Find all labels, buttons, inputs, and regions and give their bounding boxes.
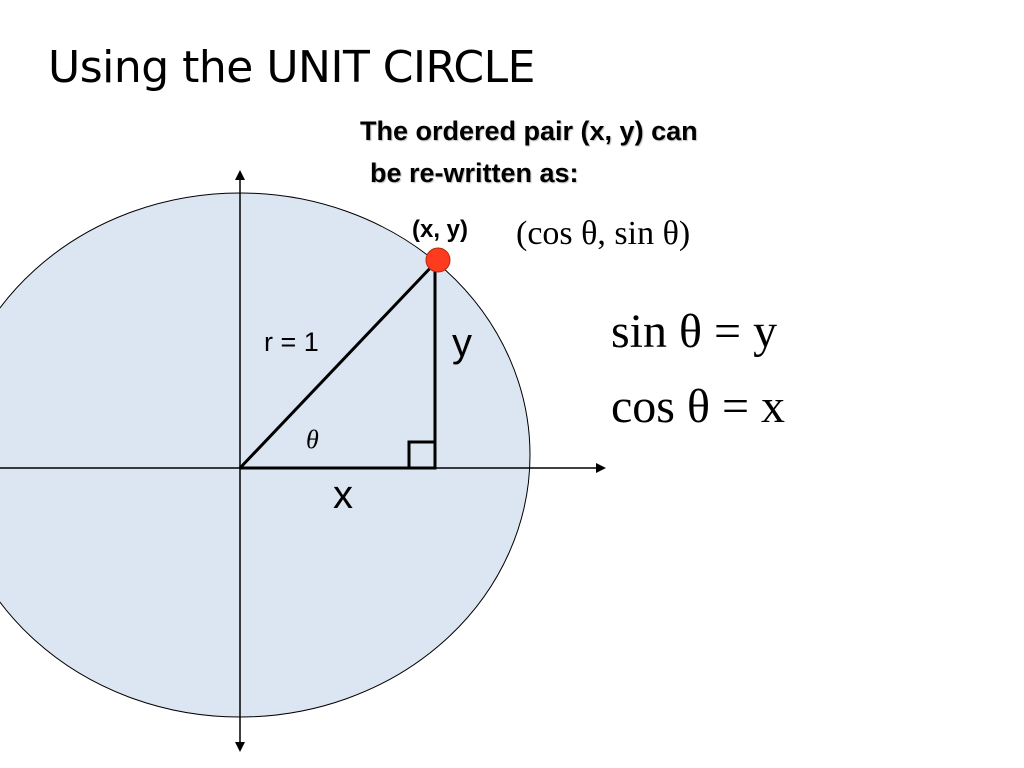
red-dot-icon: [425, 247, 451, 273]
page-title: Using the UNIT CIRCLE: [48, 42, 535, 93]
note-line-1: The ordered pair (x, y) can: [360, 116, 698, 146]
cos-equation: cos θ = x: [611, 380, 785, 433]
opposite-label: y: [452, 321, 472, 365]
trig-ordered-pair: (cos θ, sin θ): [516, 215, 690, 252]
point-label: (x, y): [412, 216, 468, 243]
right-angle-marker: [407, 440, 437, 470]
radius-label: r = 1: [264, 327, 319, 357]
angle-label: θ: [306, 425, 319, 454]
note-line-2: be re-written as:: [370, 158, 579, 188]
unit-circle: [0, 192, 531, 718]
radius-line: [238, 261, 437, 470]
adjacent-label: x: [333, 473, 353, 517]
sin-equation: sin θ = y: [611, 305, 777, 358]
